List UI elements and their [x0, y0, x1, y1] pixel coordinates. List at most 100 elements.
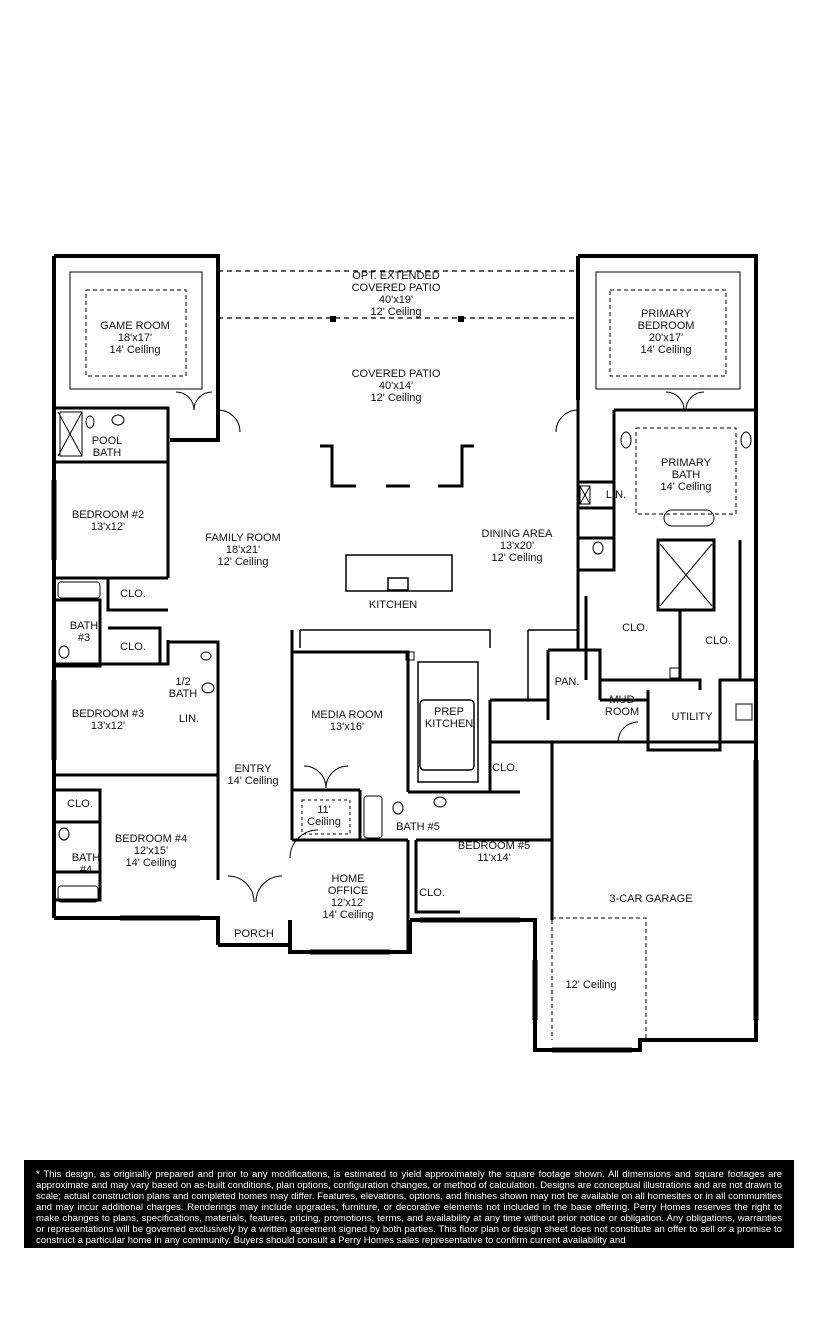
- lin-hall-label: LIN.: [179, 713, 199, 725]
- clo-small-label: CLO.: [492, 762, 518, 774]
- bath-4-name: #4: [79, 864, 93, 876]
- entry-label: ENTRY 14' Ceiling: [227, 763, 278, 787]
- dining-area-size: 13'x20': [499, 540, 535, 552]
- patio-outlines: [218, 270, 578, 319]
- primary-bedroom-size: 20'x17': [648, 332, 684, 344]
- family-room-name: FAMILY ROOM: [205, 532, 281, 544]
- bedroom-5-label: BEDROOM #5 11'x14': [458, 840, 530, 864]
- legal-disclaimer: * This design, as originally prepared an…: [24, 1160, 794, 1248]
- family-room-size: 18'x21': [225, 544, 261, 556]
- clo-bed5-name: CLO.: [419, 887, 445, 899]
- home-office-size: 12'x12': [330, 897, 366, 909]
- doors: [175, 391, 705, 903]
- pool-bath-name: BATH: [92, 447, 122, 459]
- dining-area-label: DINING AREA 13'x20' 12' Ceiling: [482, 528, 553, 564]
- covered-patio-label: COVERED PATIO 40'x14' 12' Ceiling: [352, 368, 441, 404]
- opt-extended-patio-label: OPT. EXTENDED COVERED PATIO 40'x19' 12' …: [352, 270, 441, 318]
- clo-bed3-label: CLO.: [120, 641, 146, 653]
- clo-bed3-name: CLO.: [120, 641, 146, 653]
- clo-primary-right-name: CLO.: [705, 635, 731, 647]
- home-office-label: HOME OFFICE 12'x12' 14' Ceiling: [322, 873, 373, 921]
- bedroom-4-label: BEDROOM #4 12'x15' 14' Ceiling: [115, 833, 187, 869]
- opt-patio-name: OPT. EXTENDED: [352, 270, 440, 282]
- utility-name: UTILITY: [671, 711, 713, 723]
- bath-4-name: BATH: [71, 852, 101, 864]
- primary-bath-name: PRIMARY: [661, 457, 711, 469]
- bath-3-label: BATH #3: [70, 620, 99, 644]
- cross-boxes: [57, 411, 713, 679]
- pool-bath-name: POOL: [91, 435, 123, 447]
- bath-4-label: BATH #4: [72, 852, 101, 876]
- bedroom-5-size: 11'x14': [477, 852, 511, 864]
- clo-bed4-label: CLO.: [67, 798, 93, 810]
- primary-bedroom-label: PRIMARY BEDROOM 20'x17' 14' Ceiling: [638, 308, 695, 356]
- bedroom-4-size: 12'x15': [133, 845, 169, 857]
- bath-5-name: BATH #5: [396, 821, 440, 833]
- dining-area-ceiling: 12' Ceiling: [491, 552, 543, 564]
- garage-details: [551, 917, 647, 1040]
- clo-bed5-label: CLO.: [419, 887, 445, 899]
- porch-label: PORCH: [234, 928, 274, 940]
- windows: [51, 480, 759, 1053]
- clo-small-name: CLO.: [492, 762, 518, 774]
- interior-walls: [54, 400, 756, 952]
- clo-bed4-name: CLO.: [67, 798, 93, 810]
- media-room-size: 13'x16': [329, 721, 365, 733]
- bedroom-5-name: BEDROOM #5: [457, 840, 531, 852]
- lin-hall-name: LIN.: [178, 713, 200, 725]
- primary-bedroom-ceiling: 14' Ceiling: [640, 344, 692, 356]
- primary-bedroom-name: BEDROOM: [637, 320, 695, 332]
- floor-plan: [51, 254, 759, 1053]
- game-room-label: GAME ROOM 18'x17' 14' Ceiling: [100, 320, 170, 356]
- bath-5-label: BATH #5: [396, 821, 440, 833]
- mud-room-name: MUD: [609, 694, 635, 706]
- media-room-label: MEDIA ROOM 13'x16': [311, 709, 383, 733]
- garage-ceiling: 12' Ceiling: [565, 979, 617, 991]
- half-bath-label: 1/2 BATH: [169, 676, 198, 700]
- bath-3-name: BATH: [69, 620, 99, 632]
- bedroom-3-label: BEDROOM #3 13'x12': [72, 708, 144, 732]
- home-office-name: HOME: [331, 873, 365, 885]
- walls-thick-bays: [320, 444, 474, 488]
- media-ceiling-height: 11': [317, 804, 331, 816]
- bath-3-name: #3: [77, 632, 91, 644]
- patio-posts: [330, 316, 464, 322]
- mud-room-name: ROOM: [604, 706, 640, 718]
- fixtures: [57, 411, 753, 903]
- clo-primary-left-label: CLO.: [622, 622, 648, 634]
- family-room-ceiling: 12' Ceiling: [217, 556, 269, 568]
- kitchen-name: KITCHEN: [368, 599, 418, 611]
- lin-primary-label: LIN.: [606, 489, 626, 501]
- clo-primary-left-name: CLO.: [622, 622, 648, 634]
- bedroom-4-ceiling: 14' Ceiling: [125, 857, 177, 869]
- home-office-ceiling: 14' Ceiling: [322, 909, 374, 921]
- primary-bath-label: PRIMARY BATH 14' Ceiling: [660, 457, 711, 493]
- dining-area-name: DINING AREA: [481, 528, 553, 540]
- bedroom-2-size: 13'x12': [90, 521, 126, 533]
- exterior-walls: [52, 254, 758, 1052]
- media-ceiling-label: 11' Ceiling: [307, 804, 341, 828]
- prep-kitchen-name: KITCHEN: [424, 718, 474, 730]
- prep-kitchen-label: PREP KITCHEN: [425, 706, 473, 730]
- home-office-name: OFFICE: [327, 885, 369, 897]
- family-room-label: FAMILY ROOM 18'x21' 12' Ceiling: [205, 532, 280, 568]
- ceiling-trays: [69, 271, 741, 835]
- game-room-name: GAME ROOM: [100, 320, 170, 332]
- garage-ceiling-label: 12' Ceiling: [565, 979, 616, 991]
- garage-name: 3-CAR GARAGE: [609, 893, 693, 905]
- opt-patio-ceiling: 12' Ceiling: [370, 306, 422, 318]
- covered-patio-name: COVERED PATIO: [351, 368, 441, 380]
- entry-ceiling: 14' Ceiling: [227, 775, 279, 787]
- pool-bath-label: POOL BATH: [92, 435, 123, 459]
- primary-bath-name: BATH: [671, 469, 701, 481]
- covered-patio-size: 40'x14': [378, 380, 414, 392]
- game-room-size: 18'x17': [117, 332, 153, 344]
- kitchen-island-and-counters: [299, 554, 578, 783]
- bedroom-2-name: BEDROOM #2: [71, 509, 145, 521]
- garage-label: 3-CAR GARAGE: [609, 893, 692, 905]
- primary-bath-ceiling: 14' Ceiling: [660, 481, 712, 493]
- prep-kitchen-name: PREP: [434, 706, 464, 718]
- game-room-ceiling: 14' Ceiling: [109, 344, 161, 356]
- media-room-name: MEDIA ROOM: [311, 709, 383, 721]
- half-bath-name: 1/2: [175, 676, 191, 688]
